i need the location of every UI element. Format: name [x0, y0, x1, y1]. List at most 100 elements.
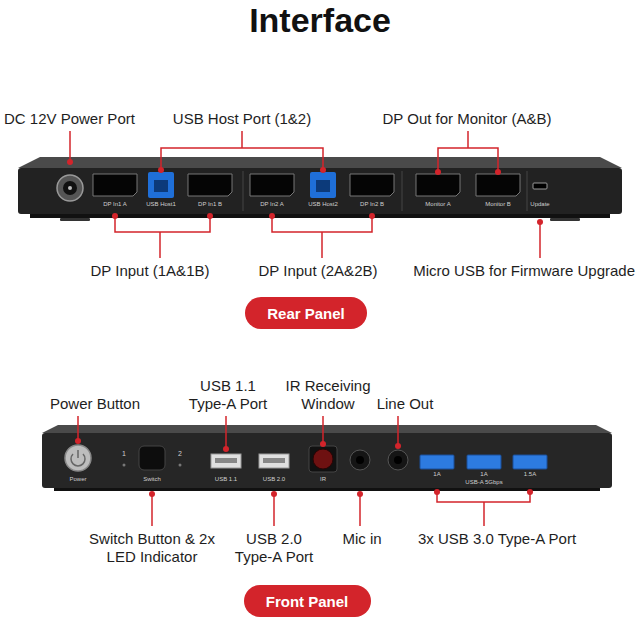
dc-power-jack	[63, 181, 77, 195]
front-device-body	[42, 433, 612, 488]
leader-line	[159, 232, 161, 258]
displayport-socket	[416, 174, 460, 196]
leader-line	[115, 216, 210, 232]
rear-device-body	[243, 171, 244, 211]
leader-dot	[223, 446, 229, 452]
leader-dot	[434, 489, 440, 495]
leader-line	[77, 416, 79, 441]
rear-device-body	[18, 157, 622, 168]
leader-dot	[369, 213, 375, 219]
panel-name: Rear Panel	[267, 305, 345, 322]
port-label: USB Host2	[308, 201, 338, 208]
port-label: 1A	[480, 471, 487, 478]
port-label: Monitor A	[425, 201, 450, 208]
usb-a-socket	[215, 458, 237, 463]
micro-usb-socket	[533, 183, 547, 189]
panel-badge: Front Panel	[244, 585, 371, 617]
dc-power-jack	[57, 175, 83, 201]
leader-dot	[269, 213, 275, 219]
port-label: DP In1 B	[198, 201, 222, 208]
callout-label: USB 2.0 Type-A Port	[227, 530, 322, 566]
port-label: Switch	[143, 476, 161, 483]
indicator-number: 1	[122, 450, 126, 458]
power-button	[65, 445, 91, 471]
leader-line	[273, 494, 275, 526]
leader-dot	[320, 441, 326, 447]
front-device-body	[42, 425, 612, 433]
port-label: Power	[69, 476, 86, 483]
leader-line	[321, 232, 323, 258]
usb3-socket	[467, 455, 501, 469]
audio-jack	[350, 450, 370, 470]
leader-line	[225, 416, 227, 449]
audio-jack	[350, 450, 408, 470]
rear-device-body	[527, 171, 528, 211]
dc-power-jack	[57, 175, 83, 201]
port-label: Update	[530, 201, 549, 208]
callout-label: DP Out for Monitor (A&B)	[383, 110, 552, 128]
front-device-body	[54, 488, 600, 491]
switch-button	[139, 446, 165, 470]
leader-line	[70, 131, 540, 258]
usb-b-socket	[310, 172, 336, 198]
micro-usb-socket	[533, 183, 547, 189]
dc-power-jack	[68, 186, 72, 190]
port-label: DP In2 B	[360, 201, 384, 208]
displayport-socket	[93, 174, 137, 196]
leader-dot	[357, 491, 363, 497]
leader-line	[397, 416, 399, 446]
displayport-socket	[188, 174, 232, 196]
leader-dot	[75, 438, 81, 444]
rear-device-body	[18, 157, 622, 221]
leader-dot	[435, 169, 441, 175]
port-label: DP In2 A	[260, 201, 284, 208]
switch-button	[179, 464, 182, 467]
callout-label: DC 12V Power Port	[4, 110, 135, 128]
leader-line	[272, 216, 372, 232]
rear-device-body	[60, 218, 90, 221]
leader-line	[359, 494, 361, 526]
callout-label: DP Input (2A&2B)	[259, 262, 378, 280]
displayport-socket	[476, 174, 520, 196]
callout-label: Switch Button & 2x LED Indicator	[87, 530, 217, 566]
port-label: IR	[320, 476, 326, 483]
audio-jack	[388, 450, 408, 470]
rear-device-body	[550, 218, 580, 221]
switch-button	[123, 446, 182, 470]
rear-device-body	[18, 168, 622, 214]
leader-line	[539, 222, 541, 258]
leader-dot	[67, 159, 543, 225]
displayport-socket	[350, 174, 394, 196]
power-button	[65, 445, 91, 471]
callout-label: DP Input (1A&1B)	[91, 262, 210, 280]
audio-jack	[394, 456, 402, 464]
leader-line	[78, 416, 530, 526]
port-label: 1.5A	[524, 471, 536, 478]
usb-a-socket	[211, 454, 289, 468]
leader-dot	[158, 167, 164, 173]
leader-line	[467, 131, 469, 148]
rear-device-body	[402, 171, 403, 211]
panel-name: Front Panel	[266, 593, 349, 610]
usb-b-socket	[148, 172, 336, 198]
leader-dot	[395, 443, 401, 449]
displayport-socket	[250, 174, 294, 196]
leader-dot	[149, 491, 155, 497]
callout-label: 3x USB 3.0 Type-A Port	[418, 530, 576, 548]
leader-dot	[537, 219, 543, 225]
leader-line	[438, 148, 498, 172]
port-label: USB 2.0	[263, 476, 285, 483]
usb-b-socket	[148, 172, 174, 198]
leader-line	[241, 131, 243, 148]
callout-label: Power Button	[50, 395, 140, 413]
callout-label: Line Out	[377, 395, 434, 413]
usb-a-socket	[211, 454, 241, 468]
ir-window	[309, 446, 337, 472]
diagram-title: Interface	[249, 0, 391, 40]
leader-line	[483, 502, 485, 526]
callout-label: USB 1.1 Type-A Port	[181, 377, 276, 413]
port-label: USB 1.1	[215, 476, 237, 483]
leader-dot	[527, 489, 533, 495]
leader-dot	[112, 213, 118, 219]
switch-button	[123, 464, 126, 467]
